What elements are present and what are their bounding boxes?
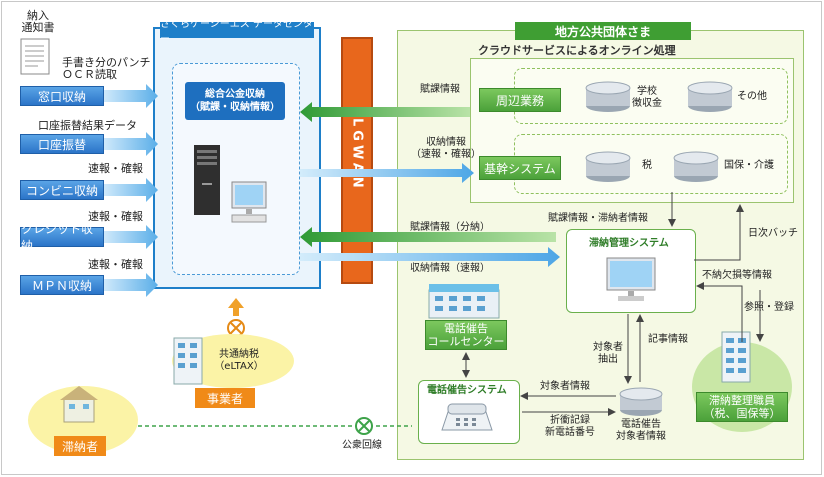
staff-label: 滞納整理職員 （税、国保等） bbox=[703, 394, 781, 420]
target-info-label: 対象者情報 bbox=[540, 381, 590, 392]
etax-label: 共通納税 （eLTAX） bbox=[214, 349, 264, 372]
account-note: 口座振替結果データ bbox=[38, 119, 137, 132]
peripheral-button[interactable]: 周辺業務 bbox=[479, 88, 561, 112]
levy-installment-label: 賦課情報（分納） bbox=[410, 222, 490, 233]
speed-label-mpn: 速報・確報 bbox=[88, 258, 143, 271]
db-icon-target bbox=[619, 387, 663, 416]
insurance-label: 国保・介護 bbox=[724, 160, 774, 171]
refer-register-label: 参照・登録 bbox=[744, 302, 794, 313]
convenience-payment-button[interactable]: コンビニ収納 bbox=[20, 180, 104, 200]
cloud-title: クラウドサービスによるオンライン処理 bbox=[478, 44, 676, 57]
db-icon-tax bbox=[585, 151, 631, 182]
payment-info-label: 収納情報 （速報・確報） bbox=[411, 137, 481, 160]
system-box-label: 総合公金収納 （賦課・収納情報） bbox=[190, 89, 280, 113]
computer-icon bbox=[231, 181, 267, 223]
public-line-label: 公衆回線 bbox=[342, 440, 382, 451]
deficit-info-label: 不納欠損等情報 bbox=[702, 270, 772, 281]
building-icon-staff bbox=[721, 331, 751, 383]
server-icon bbox=[194, 145, 220, 215]
db-icon-school bbox=[585, 81, 631, 112]
speed-label-conv: 速報・確報 bbox=[88, 162, 143, 175]
levy-info-label: 賦課情報 bbox=[420, 84, 460, 95]
payment-speed-label: 収納情報（速報） bbox=[410, 263, 490, 274]
call-center-button[interactable]: 電話催告 コールセンター bbox=[425, 320, 507, 350]
target-db-label: 電話催告 対象者情報 bbox=[616, 419, 666, 442]
notice-doc-label: 納入 通知書 bbox=[21, 9, 55, 34]
building-icon-callcenter bbox=[428, 284, 500, 319]
db-icon-insurance bbox=[673, 151, 719, 182]
business-button[interactable]: 事業者 bbox=[195, 388, 255, 408]
staff-button[interactable]: 滞納整理職員 （税、国保等） bbox=[696, 392, 788, 422]
gov-title: 地方公共団体さま bbox=[515, 22, 691, 40]
tax-label: 税 bbox=[642, 160, 652, 171]
mpn-payment-button[interactable]: ＭＰＮ収納 bbox=[20, 275, 104, 295]
monitor-icon bbox=[606, 257, 656, 301]
call-center-label: 電話催告 コールセンター bbox=[427, 322, 505, 348]
left-arrows bbox=[104, 84, 158, 297]
other-label: その他 bbox=[737, 91, 767, 102]
taxpayer-button[interactable]: 滞納者 bbox=[54, 436, 106, 456]
record-info-label: 記事情報 bbox=[648, 334, 688, 345]
ocr-note: 手書き分のパンチ ＯＣＲ読取 bbox=[62, 56, 151, 81]
negotiation-label: 折衝記録 新電話番号 bbox=[545, 415, 595, 438]
account-transfer-button[interactable]: 口座振替 bbox=[20, 134, 104, 154]
school-label: 学校 徴収金 bbox=[632, 86, 662, 109]
system-box: 総合公金収納 （賦課・収納情報） bbox=[185, 82, 285, 120]
blocked-icon-public-line bbox=[355, 417, 373, 435]
phone-system-title: 電話催告システム bbox=[427, 385, 507, 396]
building-icon-business bbox=[173, 337, 203, 385]
house-icon-taxpayer bbox=[60, 386, 98, 423]
delinquency-title: 滞納管理システム bbox=[589, 238, 669, 249]
speed-label-credit: 速報・確報 bbox=[88, 210, 143, 223]
target-extract-label: 対象者 抽出 bbox=[593, 342, 623, 365]
document-icon bbox=[20, 38, 50, 75]
lgwan-bar bbox=[341, 37, 373, 284]
daily-batch-label: 日次バッチ bbox=[748, 228, 798, 239]
phone-icon bbox=[441, 403, 493, 431]
counter-payment-button[interactable]: 窓口収納 bbox=[20, 86, 104, 106]
core-system-button[interactable]: 基幹システム bbox=[479, 156, 561, 180]
db-icon-other bbox=[687, 81, 733, 112]
levy-delinquent-label: 賦課情報・滞納者情報 bbox=[548, 213, 648, 224]
phone-system-box bbox=[418, 380, 520, 444]
